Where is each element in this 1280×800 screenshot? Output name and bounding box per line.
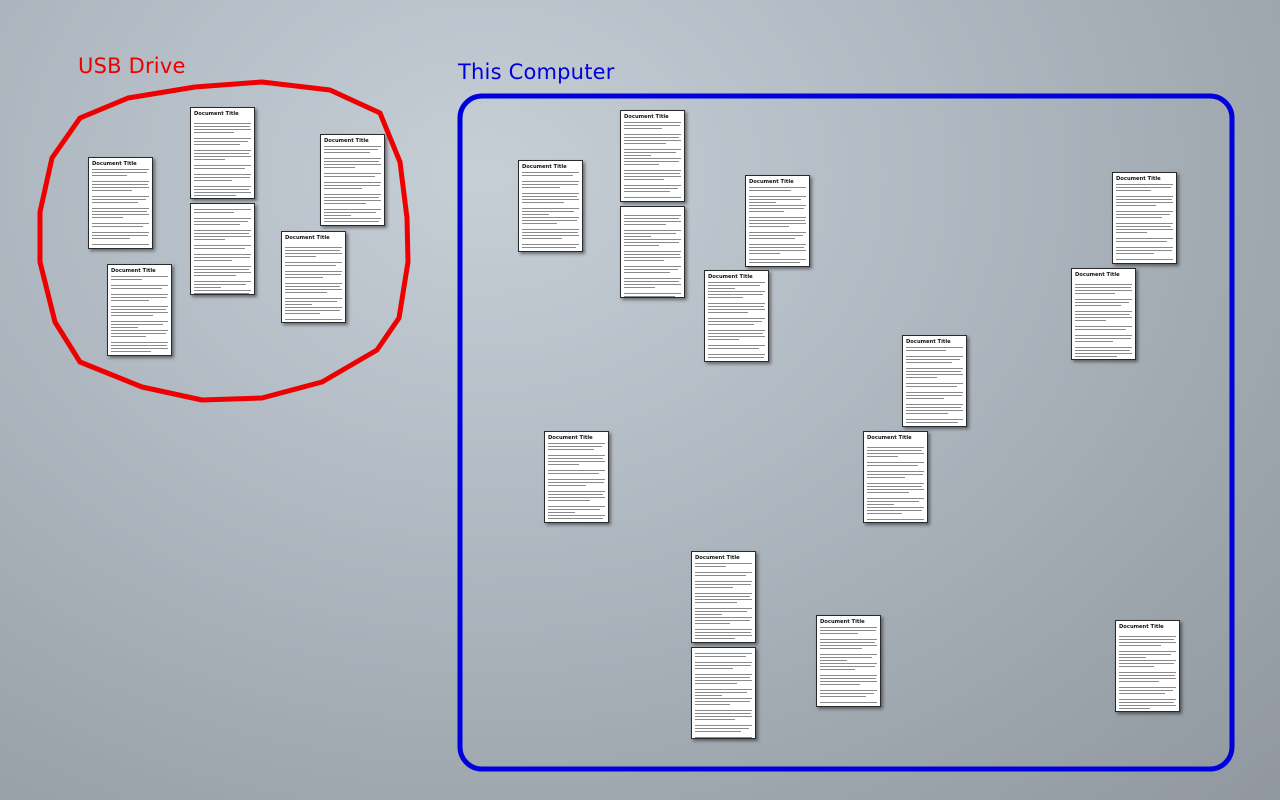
document-text [285, 242, 342, 320]
document-text [324, 146, 381, 222]
this-computer-label: This Computer [458, 60, 615, 84]
document-text [92, 169, 149, 245]
document-title: Document Title [324, 138, 369, 144]
document-text [906, 347, 963, 423]
document-card[interactable]: Document Title [544, 431, 609, 523]
document-title: Document Title [92, 161, 137, 167]
document-card[interactable]: Document Title [107, 264, 172, 356]
document-title: Document Title [708, 274, 753, 280]
document-card[interactable] [190, 203, 255, 295]
document-text [867, 442, 924, 520]
document-text [1075, 279, 1132, 357]
document-card[interactable]: Document Title [863, 431, 928, 523]
document-card[interactable]: Document Title [902, 335, 967, 427]
document-card[interactable]: Document Title [518, 160, 583, 252]
document-text [1119, 631, 1176, 709]
document-card[interactable]: Document Title [1071, 268, 1136, 360]
document-card[interactable] [691, 647, 756, 739]
document-title: Document Title [548, 435, 593, 441]
document-title: Document Title [624, 114, 669, 120]
document-title: Document Title [285, 235, 330, 241]
document-text [624, 210, 681, 297]
document-text [695, 653, 752, 738]
document-text [548, 443, 605, 519]
document-card[interactable]: Document Title [88, 157, 153, 249]
document-card[interactable] [620, 206, 685, 298]
document-text [695, 563, 752, 639]
document-text [708, 282, 765, 358]
usb-drive-outline [37, 79, 411, 403]
document-card[interactable]: Document Title [281, 231, 346, 323]
document-title: Document Title [906, 339, 951, 345]
document-text [1116, 184, 1173, 260]
document-title: Document Title [111, 268, 156, 274]
document-title: Document Title [1075, 272, 1120, 278]
document-text [194, 118, 251, 196]
document-card[interactable]: Document Title [320, 134, 385, 226]
document-title: Document Title [522, 164, 567, 170]
document-title: Document Title [194, 111, 239, 117]
document-text [194, 209, 251, 294]
document-title: Document Title [867, 435, 912, 441]
document-title: Document Title [820, 619, 865, 625]
document-card[interactable]: Document Title [704, 270, 769, 362]
document-text [522, 172, 579, 248]
document-card[interactable]: Document Title [1112, 172, 1177, 264]
document-title: Document Title [695, 555, 740, 561]
document-text [820, 627, 877, 703]
document-card[interactable]: Document Title [816, 615, 881, 707]
document-card[interactable]: Document Title [691, 551, 756, 643]
document-card[interactable]: Document Title [620, 110, 685, 202]
document-text [111, 276, 168, 352]
document-title: Document Title [1119, 624, 1164, 630]
document-card[interactable]: Document Title [190, 107, 255, 199]
document-card[interactable]: Document Title [1115, 620, 1180, 712]
document-card[interactable]: Document Title [745, 175, 810, 267]
this-computer-outline [457, 93, 1235, 772]
usb-drive-label: USB Drive [78, 54, 186, 78]
document-text [749, 187, 806, 263]
document-title: Document Title [1116, 176, 1161, 182]
document-text [624, 122, 681, 198]
document-title: Document Title [749, 179, 794, 185]
